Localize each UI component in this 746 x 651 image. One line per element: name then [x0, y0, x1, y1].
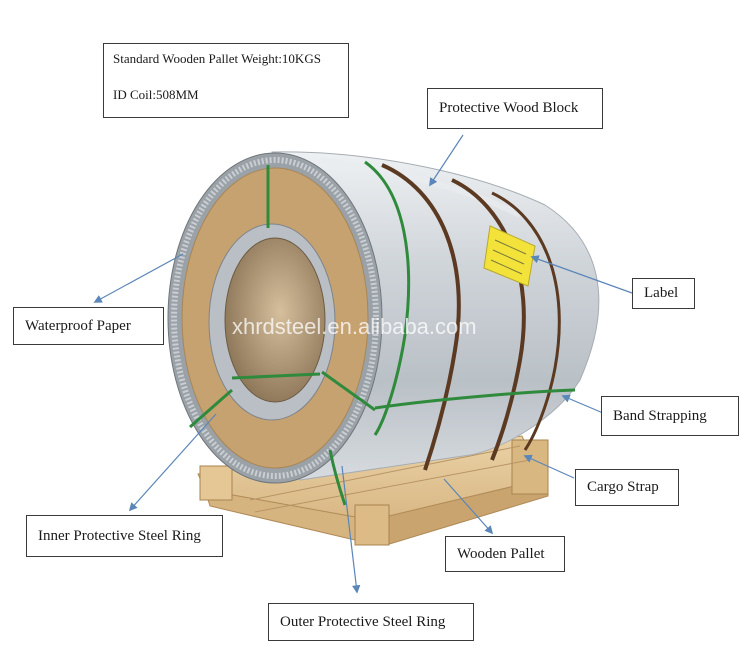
- id-coil-text: ID Coil:508MM: [113, 87, 199, 102]
- packaging-info-box: Standard Wooden Pallet Weight:10KGS ID C…: [103, 43, 349, 118]
- watermark-text: xhrdsteel.en.alibaba.com: [232, 314, 477, 339]
- label-cargo-strap: Cargo Strap: [575, 469, 679, 506]
- label-label: Label: [632, 278, 695, 309]
- band-strapping-graphic: [364, 160, 576, 436]
- arrow-waterproof-paper: [93, 253, 184, 303]
- arrow-outer-protective-steel-ring: [341, 465, 361, 594]
- arrow-label: [530, 255, 633, 294]
- pallet-weight-text: Standard Wooden Pallet Weight:10KGS: [113, 51, 321, 66]
- leader-arrows: [93, 134, 633, 594]
- face-strapping-graphic: [189, 165, 376, 506]
- cargo-strap-graphic: [381, 163, 561, 471]
- arrow-cargo-strap: [523, 454, 575, 479]
- label-waterproof-paper: Waterproof Paper: [13, 307, 164, 345]
- label-wooden-pallet: Wooden Pallet: [445, 536, 565, 572]
- inner-protective-steel-ring-graphic: [208, 223, 336, 421]
- label-protective-wood-block: Protective Wood Block: [427, 88, 603, 129]
- arrow-protective-wood-block: [429, 134, 464, 187]
- arrow-inner-protective-steel-ring: [128, 413, 217, 512]
- label-outer-protective-steel-ring: Outer Protective Steel Ring: [268, 603, 474, 641]
- arrow-wooden-pallet: [443, 478, 494, 535]
- wooden-pallet-graphic: [197, 435, 549, 546]
- arrow-band-strapping: [561, 394, 604, 414]
- label-inner-protective-steel-ring: Inner Protective Steel Ring: [26, 515, 223, 557]
- label-sticker-graphic: [483, 225, 536, 287]
- label-band-strapping: Band Strapping: [601, 396, 739, 436]
